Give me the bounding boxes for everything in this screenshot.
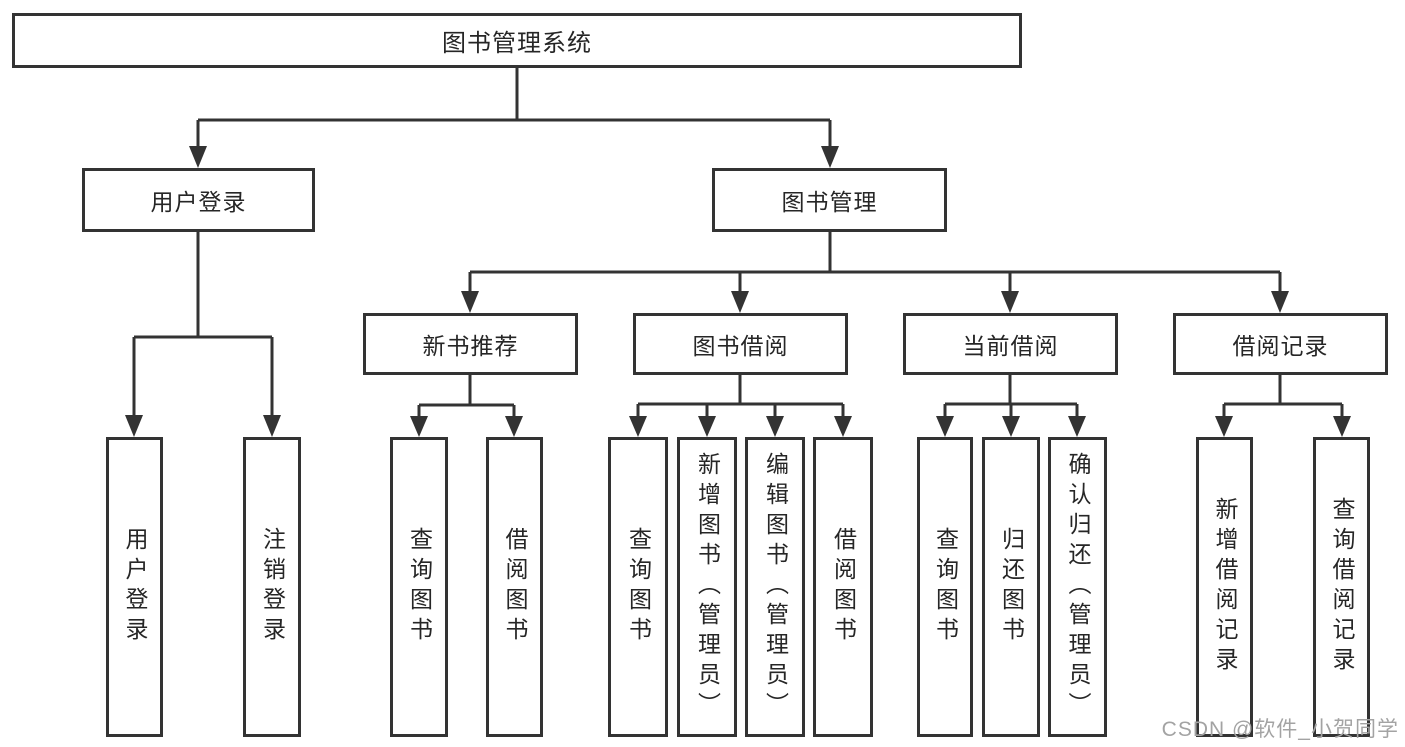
node-new-book-recommendation: 新书推荐: [363, 313, 578, 375]
leaf-user-login: 用户登录: [106, 437, 163, 737]
leaf-records-query-record-label: 查询借阅记录: [1329, 497, 1355, 677]
leaf-user-login-label: 用户登录: [122, 527, 148, 647]
leaf-logout: 注销登录: [243, 437, 301, 737]
leaf-logout-label: 注销登录: [259, 527, 286, 647]
node-current-borrowing-label: 当前借阅: [962, 333, 1059, 359]
leaf-borrow-query-books-label: 查询图书: [625, 527, 652, 647]
leaf-borrow-borrow-books: 借阅图书: [813, 437, 873, 737]
leaf-borrow-edit-books-admin-label: 编辑图书（管理员）: [762, 452, 789, 722]
leaf-current-query-books: 查询图书: [917, 437, 973, 737]
node-book-borrowing: 图书借阅: [633, 313, 848, 375]
leaf-borrow-borrow-books-label: 借阅图书: [830, 527, 857, 647]
node-book-borrowing-label: 图书借阅: [692, 333, 789, 359]
leaf-current-confirm-return-admin: 确认归还（管理员）: [1048, 437, 1107, 737]
leaf-newbooks-query-books: 查询图书: [390, 437, 448, 737]
leaf-records-add-record: 新增借阅记录: [1196, 437, 1253, 737]
leaf-current-query-books-label: 查询图书: [932, 527, 959, 647]
leaf-borrow-add-books-admin: 新增图书（管理员）: [677, 437, 737, 737]
leaf-borrow-edit-books-admin: 编辑图书（管理员）: [745, 437, 805, 737]
watermark: CSDN @软件_小贺同学: [1161, 718, 1399, 741]
node-user-login-label: 用户登录: [150, 189, 247, 215]
leaf-borrow-query-books: 查询图书: [608, 437, 668, 737]
leaf-current-confirm-return-admin-label: 确认归还（管理员）: [1065, 452, 1091, 722]
arrowheads: [125, 146, 1351, 437]
leaf-current-return-books-label: 归还图书: [998, 527, 1025, 647]
node-book-management: 图书管理: [712, 168, 947, 232]
leaf-borrow-add-books-admin-label: 新增图书（管理员）: [694, 452, 721, 722]
leaf-newbooks-query-books-label: 查询图书: [406, 527, 433, 647]
node-root-label: 图书管理系统: [442, 30, 592, 57]
node-new-book-recommendation-label: 新书推荐: [422, 333, 519, 359]
node-book-management-label: 图书管理: [781, 189, 878, 215]
leaf-records-add-record-label: 新增借阅记录: [1212, 497, 1238, 677]
node-user-login: 用户登录: [82, 168, 315, 232]
leaf-newbooks-borrow-books-label: 借阅图书: [502, 527, 528, 647]
node-borrowing-records: 借阅记录: [1173, 313, 1388, 375]
node-root: 图书管理系统: [12, 13, 1022, 68]
leaf-records-query-record: 查询借阅记录: [1313, 437, 1370, 737]
node-current-borrowing: 当前借阅: [903, 313, 1118, 375]
node-borrowing-records-label: 借阅记录: [1232, 333, 1329, 359]
leaf-current-return-books: 归还图书: [982, 437, 1040, 737]
leaf-newbooks-borrow-books: 借阅图书: [486, 437, 543, 737]
